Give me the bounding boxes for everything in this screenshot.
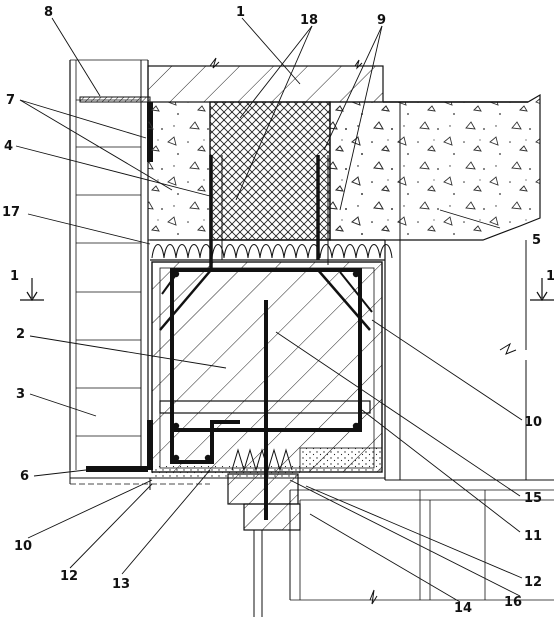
label-12-bottom: 12: [60, 569, 78, 584]
label-3: 3: [16, 387, 25, 402]
label-5: 5: [532, 233, 541, 248]
label-13: 13: [112, 577, 130, 592]
label-17: 17: [2, 205, 20, 220]
section-mark-left: 1: [10, 269, 44, 302]
label-10-bottom: 10: [14, 539, 32, 554]
label-15: 15: [524, 491, 542, 506]
label-10-right: 10: [524, 415, 542, 430]
section-mark-right: 1: [530, 269, 554, 302]
label-9: 9: [377, 13, 386, 28]
gasket-layer: [150, 239, 393, 261]
label-8: 8: [44, 5, 53, 20]
reinforcement-cage: [159, 155, 373, 470]
callout-labels: 8 1 18 9 7 4 17 5 2 3 10 6 15 11 10 12 1…: [2, 5, 542, 616]
concrete-slab: [147, 93, 541, 241]
label-14: 14: [454, 601, 472, 616]
section-mark-left-label: 1: [10, 269, 19, 284]
left-bottom-lines: [69, 470, 151, 490]
bottom-bracket: [227, 470, 301, 617]
label-4: 4: [4, 139, 13, 154]
rebar-nodes: [172, 270, 360, 462]
outer-facade-wall: [69, 59, 149, 470]
right-lower-wall: [289, 240, 554, 605]
label-12-right: 12: [524, 575, 542, 590]
section-mark-right-label: 1: [546, 269, 554, 284]
label-7: 7: [6, 93, 15, 108]
zigzag-anchors: [231, 448, 293, 472]
label-18: 18: [300, 13, 318, 28]
label-1: 1: [236, 5, 245, 20]
leader-lines: [15, 17, 523, 603]
label-2: 2: [16, 327, 25, 342]
label-16: 16: [504, 595, 522, 610]
upper-wall-block: [147, 57, 384, 103]
label-11: 11: [524, 529, 542, 544]
label-6: 6: [20, 469, 29, 484]
